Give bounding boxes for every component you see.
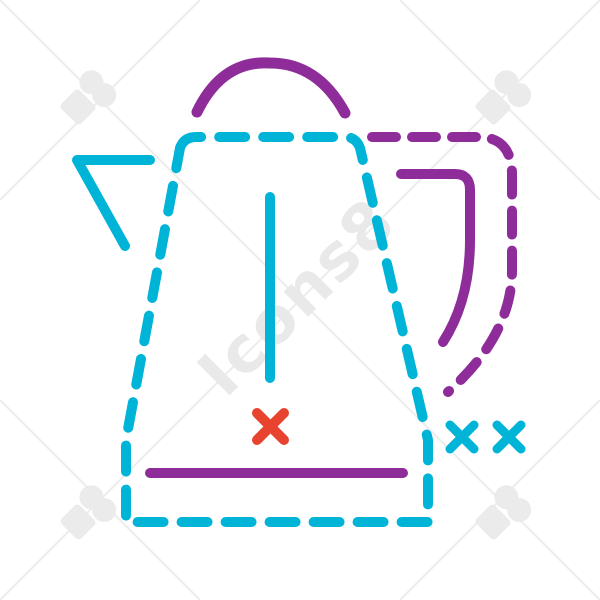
- watermark-logo-icon: [475, 70, 532, 125]
- red-x-icon: [252, 408, 289, 445]
- watermark-logo-icon: [60, 70, 117, 125]
- cyan-x-icon: [445, 420, 479, 454]
- kettle-handle: [396, 169, 475, 347]
- cyan-x-icon: [492, 420, 526, 454]
- kettle-spout: [72, 155, 155, 251]
- kettle-body-outline: [121, 132, 433, 527]
- kettle-lid-knob: [191, 57, 351, 119]
- watermark-logo-icon: [475, 485, 532, 540]
- watermark-logos: [60, 70, 532, 540]
- watermark-logo-icon: [60, 485, 117, 540]
- kettle-handle-dashed: [367, 132, 517, 397]
